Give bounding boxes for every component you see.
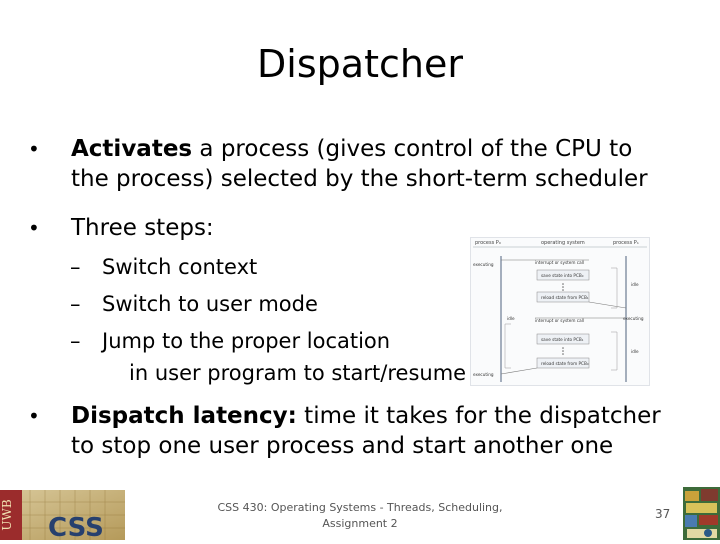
op-save-pcb0: save state into PCB₀ [541, 273, 584, 278]
slide-footer: CSS 430: Operating Systems - Threads, Sc… [210, 500, 510, 532]
op-interrupt-1: interrupt or system call [535, 260, 584, 265]
footer-line2: Assignment 2 [322, 517, 398, 530]
context-switch-svg: process P₀ operating system process P₁ i… [473, 240, 647, 382]
context-switch-diagram: process P₀ operating system process P₁ i… [470, 237, 650, 386]
col-header-os: operating system [541, 240, 585, 246]
bullet-text: Dispatch latency: time it takes for the … [71, 401, 688, 431]
box-save-pcb0 [536, 269, 590, 281]
box-save-pcb1 [536, 333, 590, 345]
bullet-text: Activates a process (gives control of th… [71, 134, 688, 164]
bullet-text: Three steps: [71, 215, 214, 241]
uwb-css-logo: UWB CSS [0, 490, 125, 543]
left-label-2: idle [507, 316, 515, 321]
op-interrupt-2: interrupt or system call [535, 318, 584, 323]
idle-bracket-p0 [504, 323, 511, 369]
idle-bracket-p1-2 [611, 331, 618, 371]
col-header-p0: process P₀ [475, 240, 501, 246]
logo-letters: UWB [0, 499, 14, 530]
dash-marker: – [70, 329, 81, 353]
sub-item-text: Switch to user mode [102, 292, 318, 316]
bullet-text-line1: time it takes for the dispatcher [296, 403, 661, 429]
uwb-css-logo-svg: UWB CSS [0, 490, 125, 543]
course-image-svg [683, 487, 720, 540]
op-reload-pcb1: reload state from PCB₁ [541, 295, 589, 300]
bullet-activates: • Activates a process (gives control of … [28, 134, 688, 194]
op-reload-pcb0: reload state from PCB₀ [541, 361, 589, 366]
course-image-logo [683, 487, 720, 540]
op-save-pcb1: save state into PCB₁ [541, 337, 584, 342]
left-label-1: executing [473, 262, 494, 267]
bold-term: Dispatch latency: [71, 403, 297, 429]
bullet-text-line1: a process (gives control of the CPU to [192, 136, 633, 162]
slide-title: Dispatcher [257, 42, 463, 86]
bullet-dot: • [28, 216, 40, 240]
dash-marker: – [70, 255, 81, 279]
left-label-3: executing [473, 372, 494, 377]
right-label-2: executing [623, 316, 644, 321]
sub-item-jump-cont: in user program to start/resume [129, 361, 467, 385]
footer-line1: CSS 430: Operating Systems - Threads, Sc… [217, 501, 503, 514]
box-reload-pcb0 [536, 357, 590, 369]
idle-bracket-p1 [611, 267, 618, 309]
box-reload-pcb1 [536, 291, 590, 303]
right-label-1: idle [631, 282, 639, 287]
col-header-p1: process P₁ [613, 240, 639, 246]
sub-item-jump: –Jump to the proper location [70, 328, 390, 354]
arrow-2 [588, 301, 627, 309]
sub-item-switch-context: –Switch context [70, 254, 257, 280]
bullet-dispatch-latency: • Dispatch latency: time it takes for th… [28, 401, 688, 461]
right-label-3: idle [631, 349, 639, 354]
sub-item-text: Jump to the proper location [102, 329, 391, 353]
arrow-4 [500, 367, 538, 375]
bullet-three-steps: • Three steps: [28, 213, 688, 243]
bullet-dot: • [28, 137, 40, 161]
sub-item-switch-user-mode: –Switch to user mode [70, 291, 318, 317]
bullet-dot: • [28, 404, 40, 428]
bullet-text-line2: the process) selected by the short-term … [71, 166, 648, 192]
logo-text: CSS [48, 513, 104, 540]
dash-marker: – [70, 292, 81, 316]
bullet-text-line2: to stop one user process and start anoth… [71, 433, 614, 459]
page-number: 37 [655, 507, 671, 521]
sub-item-text: Switch context [102, 255, 258, 279]
bold-term: Activates [71, 136, 193, 162]
